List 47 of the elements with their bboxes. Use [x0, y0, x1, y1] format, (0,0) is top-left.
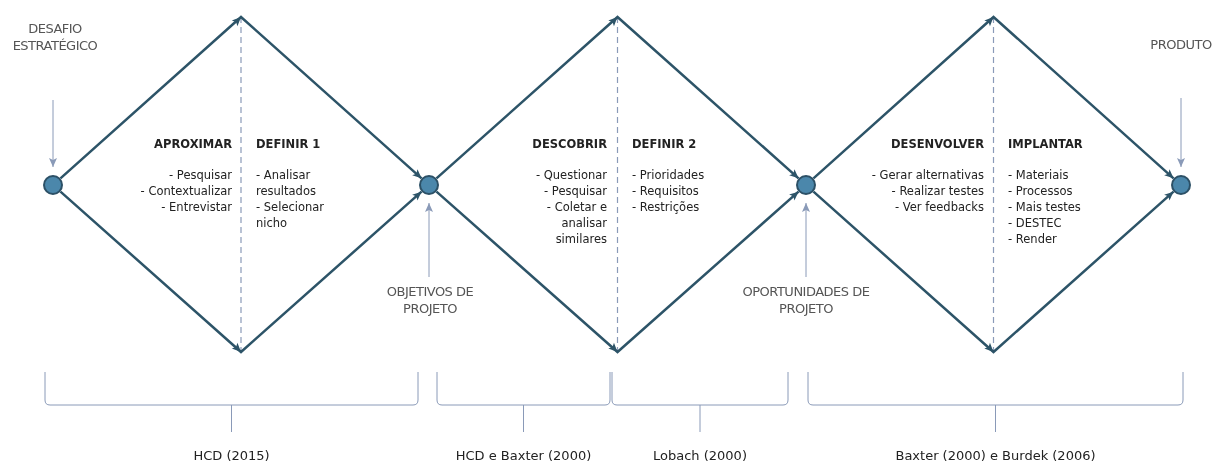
- list-item: - Materiais: [1008, 167, 1069, 183]
- list-item: - Requisitos: [632, 183, 699, 199]
- list-item: - Questionar: [535, 167, 607, 183]
- arrow: [812, 190, 1175, 354]
- list-item: - Selecionar nicho: [256, 199, 326, 231]
- list-item: - Ver feedbacks: [894, 199, 984, 215]
- stage-label: OBJETIVOS DE PROJETO: [380, 283, 480, 317]
- list-item: - Pesquisar: [169, 167, 232, 183]
- list-item: - Mais testes: [1008, 199, 1081, 215]
- arrow: [59, 15, 423, 180]
- source-label: HCD (2015): [193, 448, 270, 463]
- list-item: - Realizar testes: [891, 183, 984, 199]
- node-circle: [419, 175, 439, 195]
- list-item: - DESTEC: [1008, 215, 1062, 231]
- stage-label: DESAFIO ESTRATÉGICO: [5, 20, 105, 54]
- list-item: - Contextualizar: [140, 183, 232, 199]
- list-item: - Prioridades: [632, 167, 705, 183]
- arrow: [59, 190, 423, 354]
- node-circle: [796, 175, 816, 195]
- arrow: [49, 99, 57, 168]
- arrow: [435, 190, 800, 354]
- list-item: - Processos: [1008, 183, 1073, 199]
- phase-heading: IMPLANTAR: [1008, 137, 1083, 151]
- stage-label: PRODUTO: [1140, 36, 1222, 53]
- list-item: - Coletar e analisar similares: [545, 199, 607, 247]
- list-item: - Entrevistar: [161, 199, 232, 215]
- node-circle: [1171, 175, 1191, 195]
- stage-label: OPORTUNIDADES DE PROJETO: [740, 283, 872, 317]
- source-label: Lobach (2000): [653, 448, 747, 463]
- source-label: HCD e Baxter (2000): [455, 448, 592, 463]
- arrow: [435, 15, 800, 180]
- node-circle: [43, 175, 63, 195]
- arrow: [1177, 97, 1185, 168]
- arrow: [812, 15, 1175, 180]
- phase-heading: DEFINIR 2: [632, 137, 697, 151]
- phase-heading: DEFINIR 1: [256, 137, 321, 151]
- list-item: - Gerar alternativas: [871, 167, 984, 183]
- arrow: [425, 202, 433, 278]
- list-item: - Pesquisar: [544, 183, 607, 199]
- arrow: [802, 202, 810, 278]
- phase-heading: DESCOBRIR: [532, 137, 607, 151]
- list-item: - Restrições: [632, 199, 700, 215]
- phase-heading: APROXIMAR: [154, 137, 232, 151]
- phase-heading: DESENVOLVER: [891, 137, 984, 151]
- list-item: - Render: [1008, 231, 1057, 247]
- source-label: Baxter (2000) e Burdek (2006): [895, 448, 1096, 463]
- list-item: - Analisar resultados: [256, 167, 317, 199]
